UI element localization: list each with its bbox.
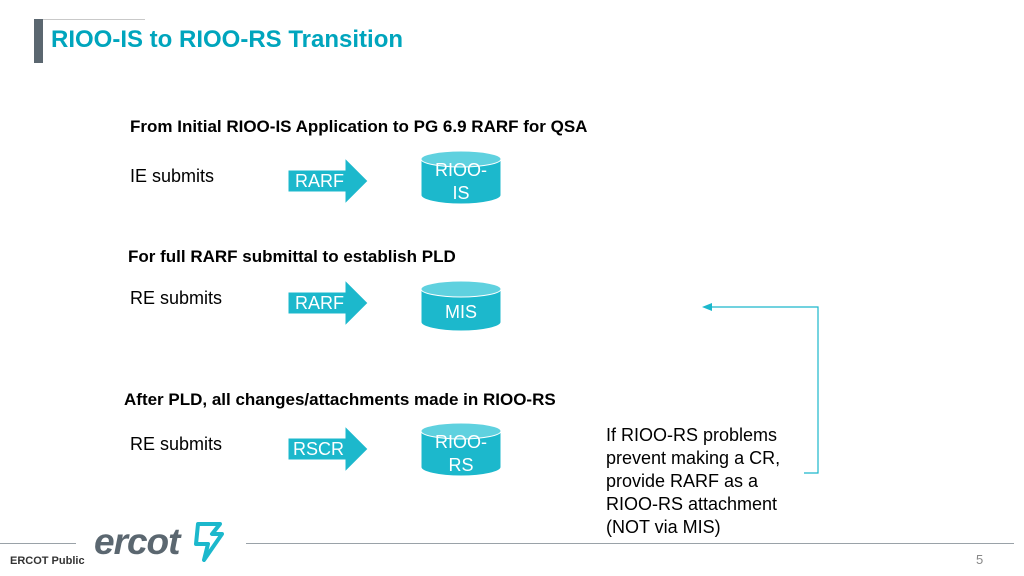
classification-label: ERCOT Public [10,555,85,567]
page-number: 5 [976,552,984,567]
section-heading-full-rarf: For full RARF submittal to establish PLD [128,247,456,266]
slide-title: RIOO-IS to RIOO-RS Transition [51,26,404,53]
ercot-logo: ercot [94,521,180,563]
submitter-label-ie: IE submits [130,166,215,186]
flow-arrow-rarf-2: RARF [286,278,370,328]
cylinder-label-line-2: IS [452,183,470,203]
flow-arrow-rscr: RSCR [286,424,370,474]
note-line: If RIOO-RS problems [606,425,778,445]
title-rule [43,19,145,20]
arrow-label: RARF [295,171,344,191]
datastore-mis: MIS [420,280,502,332]
arrow-right-icon [287,156,369,206]
cylinder-label-line-2: RS [448,455,474,475]
arrowhead-left-icon [702,303,712,311]
section-heading-after-pld: After PLD, all changes/attachments made … [124,390,556,409]
footer-rule-right [246,543,1014,544]
note-line: (NOT via MIS) [606,517,721,537]
section-heading-initial: From Initial RIOO-IS Application to PG 6… [130,117,588,136]
flow-arrow-rarf-1: RARF [286,156,370,206]
fallback-note: If RIOO-RS problems prevent making a CR,… [606,424,806,539]
note-line: prevent making a CR, [606,448,781,468]
title-accent-bar [34,19,43,63]
arrow-right-icon [287,278,369,328]
arrow-right-icon [287,424,369,474]
datastore-rioo-is: RIOO- IS [420,150,502,206]
cylinder-label-line-1: RIOO- [435,160,487,180]
arrow-label: RSCR [293,439,345,459]
submitter-label-re-2: RE submits [130,434,223,454]
arrow-label: RARF [295,293,344,313]
database-cylinder-icon [420,280,502,332]
database-cylinder-icon [420,422,502,477]
submitter-label-re-1: RE submits [130,288,223,308]
footer-rule-left [0,543,76,544]
cylinder-label-line-1: MIS [444,302,477,322]
database-cylinder-icon [420,150,502,205]
note-line: RIOO-RS attachment [606,494,778,514]
logo-wordmark: ercot [94,521,180,562]
datastore-rioo-rs: RIOO- RS [420,422,502,478]
connector-arrow [702,303,819,474]
ercot-logo-mark-icon [194,522,224,562]
cylinder-label-line-1: RIOO- [435,432,487,452]
note-line: provide RARF as a [606,471,759,491]
